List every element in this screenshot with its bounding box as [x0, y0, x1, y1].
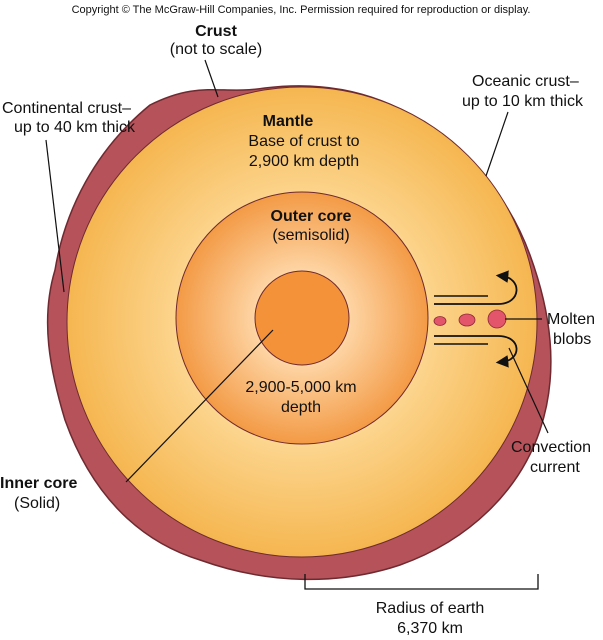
molten-blob-large — [487, 309, 507, 329]
crust-title: Crust — [195, 23, 237, 40]
mantle-line2: 2,900 km depth — [249, 153, 359, 170]
convection-arrow-lower — [434, 335, 518, 368]
radius-line2: 6,370 km — [397, 620, 463, 637]
oceanic-leader-line — [485, 111, 509, 177]
inner-core-title: Inner core — [0, 475, 77, 492]
radius-line1: Radius of earth — [376, 600, 485, 617]
continental-leader-line — [45, 139, 65, 293]
mantle-title: Mantle — [263, 113, 314, 130]
convection-current-line1: Convection — [511, 439, 591, 456]
copyright-text: Copyright © The McGraw-Hill Companies, I… — [72, 4, 531, 16]
radius-bracket — [304, 574, 539, 590]
oceanic-crust-line1: Oceanic crust– — [472, 73, 579, 90]
convection-leader-line — [508, 347, 549, 434]
molten-blobs-line1: Molten — [547, 311, 595, 328]
crust-leader-line — [204, 59, 219, 98]
inner-core-layer — [254, 270, 350, 366]
convection-arrow-upper — [434, 270, 518, 305]
convection-current-line2: current — [530, 459, 580, 476]
molten-blob-medium — [458, 313, 476, 327]
continental-crust-line1: Continental crust– — [2, 100, 131, 117]
inner-core-subtitle: (Solid) — [14, 495, 60, 512]
crust-subtitle: (not to scale) — [170, 41, 262, 58]
outer-core-title: Outer core — [271, 208, 352, 225]
mantle-line1: Base of crust to — [248, 133, 359, 150]
outer-core-depth-line2: depth — [281, 399, 321, 416]
outer-core-depth-line1: 2,900-5,000 km — [245, 379, 356, 396]
continental-crust-line2: up to 40 km thick — [14, 119, 136, 136]
inner-core-leader-line — [125, 329, 274, 483]
molten-blobs-line2: blobs — [553, 331, 591, 348]
oceanic-crust-line2: up to 10 km thick — [462, 93, 584, 110]
outer-core-subtitle: (semisolid) — [272, 227, 349, 244]
molten-blob-small — [433, 316, 447, 326]
